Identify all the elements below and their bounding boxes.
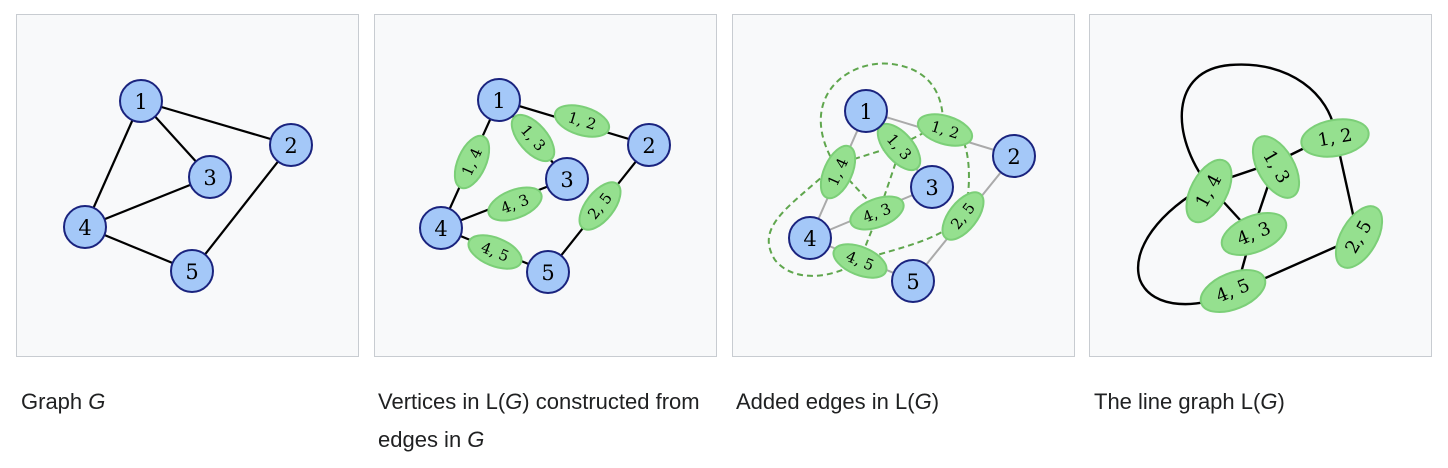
vertex-5: [170, 249, 214, 293]
vertex-2: [992, 134, 1036, 178]
dashed-edge-14-45: [767, 164, 861, 277]
vertex-3: [188, 155, 232, 199]
caption-vertices-lg: Vertices in L(G) constructed from edges …: [378, 383, 713, 459]
edge-node-2-5: [941, 191, 985, 241]
vertex-4: [63, 205, 107, 249]
lg-node-1-4: [1185, 158, 1233, 224]
vertex-3: [910, 165, 954, 209]
vertex-3-label: 3: [560, 168, 573, 192]
caption-g: G: [467, 427, 485, 452]
lg-node-1-2: [1300, 118, 1370, 158]
edge-1-2: [140, 99, 292, 147]
vertex-1-label: 1: [492, 89, 505, 113]
caption-added-edges: Added edges in L(G): [736, 383, 1076, 421]
line-graph-diagram: 1, 2 1, 3 1, 4 4, 3 4, 5 2, 5: [1137, 63, 1384, 313]
vertex-2: [627, 123, 671, 167]
vertex-4-label: 4: [78, 216, 91, 240]
edge-node-4-3: [487, 186, 543, 222]
vertex-5-label: 5: [906, 270, 919, 294]
vertex-5: [891, 259, 935, 303]
graph-g-diagram: 1 2 3 4 5: [63, 79, 313, 293]
edge-node-4-3: [849, 195, 905, 231]
caption-g: G: [505, 389, 523, 414]
caption-text: Added edges in L(: [736, 389, 915, 414]
edge-2-5: [191, 144, 292, 272]
lg-node-1-3: [1251, 135, 1301, 199]
vertex-4: [419, 206, 463, 250]
vertex-2-label: 2: [642, 134, 655, 158]
lg-edge-14-12: [1180, 63, 1337, 186]
panel-added-edges: 1, 2 1, 3 1, 4 4, 3 4, 5 2, 5 1 2 3 4 5: [732, 14, 1075, 357]
vertex-1: [477, 78, 521, 122]
caption-text: ) constructed from edges in: [378, 389, 700, 452]
edge-node-1-2: [553, 104, 611, 138]
edge-node-1-2: [916, 113, 974, 147]
vertex-1: [119, 79, 163, 123]
caption-text: ): [1277, 389, 1285, 414]
panel-line-graph: 1, 2 1, 3 1, 4 4, 3 4, 5 2, 5: [1089, 14, 1432, 357]
vertex-1-label: 1: [859, 100, 872, 124]
edge-node-1-4: [453, 134, 491, 190]
caption-graph-g: Graph G: [21, 383, 361, 421]
edge-1-4: [83, 100, 143, 228]
vertex-2-label: 2: [1007, 145, 1020, 169]
caption-g: G: [88, 389, 106, 414]
caption-text: Graph: [21, 389, 89, 414]
edge-4-3: [84, 175, 211, 229]
added-edges-diagram: 1, 2 1, 3 1, 4 4, 3 4, 5 2, 5 1 2 3 4 5: [767, 62, 1036, 303]
caption-g: G: [1260, 389, 1278, 414]
caption-line-graph: The line graph L(G): [1094, 383, 1434, 421]
caption-g: G: [914, 389, 932, 414]
vertex-3: [545, 157, 589, 201]
panel-graph-g: 1 2 3 4 5: [16, 14, 359, 357]
dashed-edge-14-12: [819, 62, 944, 166]
vertex-4-label: 4: [803, 227, 816, 251]
vertex-1-label: 1: [134, 90, 147, 114]
vertex-3-label: 3: [203, 166, 216, 190]
edge-node-4-5: [832, 243, 888, 279]
vertex-3-label: 3: [925, 176, 938, 200]
vertex-5-label: 5: [185, 260, 198, 284]
dashed-edge-12-25: [942, 122, 970, 196]
vertex-5-label: 5: [541, 261, 554, 285]
caption-text: Vertices in L(: [378, 389, 506, 414]
vertices-lg-diagram: 1, 2 1, 3 1, 4 4, 3 4, 5 2, 5 1 2 3 4 5: [419, 78, 671, 294]
lg-node-4-5: [1199, 269, 1267, 313]
panel-vertices-in-lg: 1, 2 1, 3 1, 4 4, 3 4, 5 2, 5 1 2 3 4 5: [374, 14, 717, 357]
lg-node-4-3: [1220, 212, 1288, 256]
vertex-2-label: 2: [284, 134, 297, 158]
vertex-2: [269, 123, 313, 167]
vertex-1: [844, 89, 888, 133]
caption-text: ): [931, 389, 940, 414]
edge-node-4-5: [467, 234, 523, 270]
vertex-4-label: 4: [434, 217, 447, 241]
edge-node-1-3: [510, 113, 556, 163]
edge-node-2-5: [578, 181, 622, 231]
edge-node-1-4: [819, 144, 857, 200]
lg-node-2-5: [1334, 205, 1384, 269]
vertex-5: [526, 250, 570, 294]
vertex-4: [788, 216, 832, 260]
caption-text: The line graph L(: [1094, 389, 1261, 414]
